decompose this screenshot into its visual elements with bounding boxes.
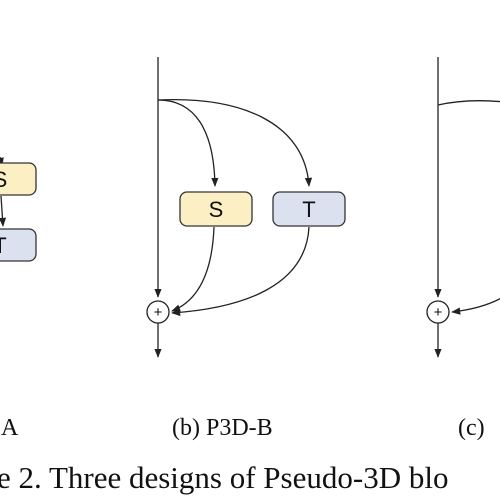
panel-a-temporal-block xyxy=(0,228,37,262)
panel-b-branch-to-spatial xyxy=(157,99,219,187)
panel-b-spatial-block xyxy=(179,191,253,227)
panel-b-label: (b) P3D-B xyxy=(172,415,273,441)
panel-b-temporal-block xyxy=(272,191,346,227)
panel-b-temporal-to-sum xyxy=(171,226,310,317)
panel-b-spatial-to-sum xyxy=(171,226,215,312)
panel-c-sum-symbol: + xyxy=(434,304,443,321)
panel-a-temporal-label: T xyxy=(0,233,7,258)
figure-caption: e 2. Three designs of Pseudo-3D blo xyxy=(0,460,448,495)
panel-b-sum-symbol: + xyxy=(154,304,163,321)
panel-c: + (c) xyxy=(426,57,500,441)
panel-c-label: (c) xyxy=(458,415,485,441)
panel-b-spatial-label: S xyxy=(209,197,224,222)
panel-a-spatial-block xyxy=(0,162,37,196)
panel-c-branch-out xyxy=(437,100,500,106)
panel-b-temporal-label: T xyxy=(302,197,315,222)
panel-c-branch-in xyxy=(451,297,500,315)
panel-a-spatial-label: S xyxy=(0,167,7,192)
panel-a: S T A xyxy=(0,156,37,441)
panel-b: S T + (b) P3D-B xyxy=(146,57,346,441)
panel-a-arrow-mid xyxy=(0,195,7,227)
panel-b-branch-to-temporal xyxy=(157,98,313,187)
panel-a-label: A xyxy=(1,415,19,441)
